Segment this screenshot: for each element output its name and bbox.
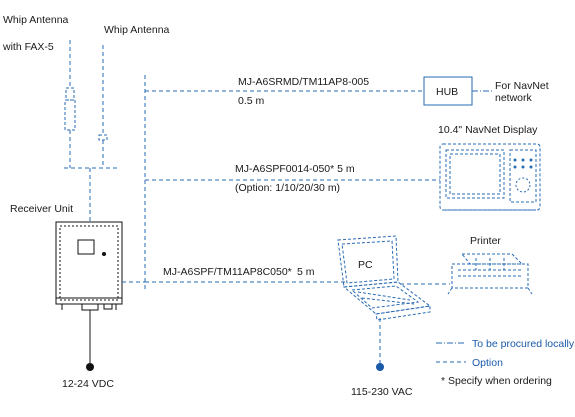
receiver-unit-icon (55, 221, 123, 311)
whip-antenna-label: Whip Antenna (104, 24, 170, 36)
printer-icon (447, 253, 533, 295)
pc-power-label: 115-230 VAC (351, 386, 413, 398)
navnet-display-label: 10.4" NavNet Display (438, 124, 538, 136)
display-cable-label: MJ-A6SPF0014-050* 5 m (235, 163, 355, 175)
navnet-display-icon (439, 143, 541, 211)
navnet-network-label-line1: For NavNet (495, 80, 549, 92)
receiver-unit-label: Receiver Unit (10, 203, 73, 215)
hub-box (423, 76, 473, 106)
pc-laptop-icon (337, 235, 432, 321)
hub-label: HUB (436, 86, 458, 98)
hub-cable-label: MJ-A6SRMD/TM11AP8-005 (238, 76, 369, 88)
legend-note: * Specify when ordering (441, 375, 552, 387)
receiver-power-cable (86, 310, 94, 371)
legend-option-label: Option (472, 357, 503, 369)
pc-cable-label: MJ-A6SPF/TM11AP8C050* (163, 266, 292, 278)
whip-antenna-fax-label-line2: with FAX-5 (2, 41, 54, 53)
legend: To be procured locally Option * Specify … (436, 338, 575, 387)
whip-antenna-icon (98, 45, 108, 168)
whip-antenna-fax-icon (64, 40, 76, 168)
navnet-network-label-line2: network (495, 92, 533, 104)
hub-cable-length: 0.5 m (238, 95, 265, 107)
receiver-power-label: 12-24 VDC (62, 378, 114, 390)
pc-cable-length: 5 m (297, 266, 315, 278)
pc-label: PC (358, 259, 373, 271)
display-cable-option: (Option: 1/10/20/30 m) (235, 182, 340, 194)
legend-local-label: To be procured locally (472, 338, 575, 350)
whip-antenna-fax-label-line1: Whip Antenna (3, 14, 69, 26)
pc-power-cable (376, 318, 384, 371)
printer-label: Printer (470, 235, 501, 247)
antenna-feed-lines (64, 167, 118, 222)
